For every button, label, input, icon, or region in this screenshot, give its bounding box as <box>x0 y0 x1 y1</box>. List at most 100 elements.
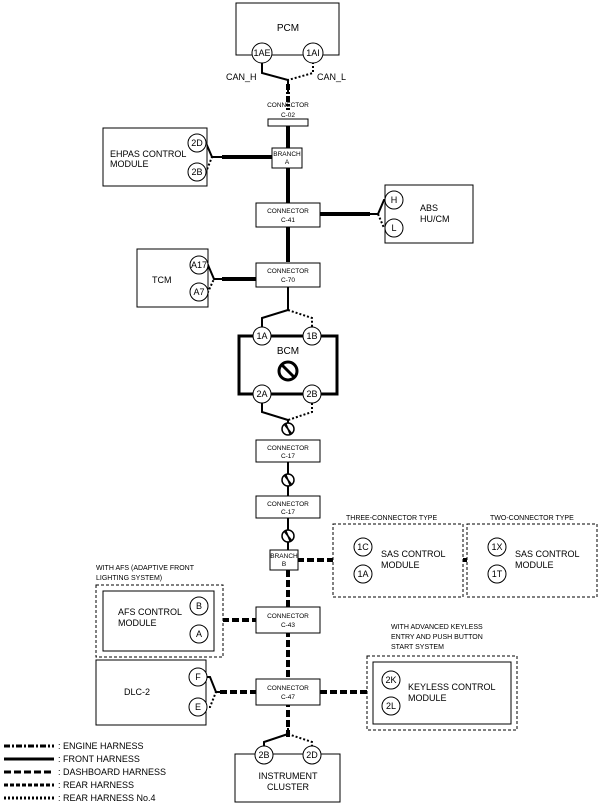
svg-text:DLC-2: DLC-2 <box>124 687 150 697</box>
afs-control-module: AFS CONTROL MODULE B A <box>95 584 224 658</box>
pin-dlc-e: E <box>195 702 201 712</box>
two-connector-heading: TWO-CONNECTOR TYPE <box>490 515 574 522</box>
svg-text:SAS CONTROL: SAS CONTROL <box>381 549 446 559</box>
pin-ehpas-2d: 2D <box>191 138 203 148</box>
svg-text:C-47: C-47 <box>281 694 295 701</box>
svg-text:CLUSTER: CLUSTER <box>267 782 310 792</box>
svg-text:BRANCH: BRANCH <box>273 151 301 158</box>
pin-sas3-1c: 1C <box>357 542 369 552</box>
keyless-heading-line3: START SYSTEM <box>391 644 444 651</box>
pin-pcm-1ai: 1AI <box>306 48 320 58</box>
svg-text:KEYLESS CONTROL: KEYLESS CONTROL <box>408 682 496 692</box>
connector-c70: CONNECTOR C-70 <box>255 262 321 288</box>
wire-pcm-can-h <box>261 62 289 92</box>
ehpas-control-module: EHPAS CONTROL MODULE 2D 2B <box>102 127 208 187</box>
keyless-heading-line2: ENTRY AND PUSH BUTTON <box>391 634 483 641</box>
connector-c47: CONNECTOR C-47 <box>255 678 321 706</box>
pin-cluster-2b: 2B <box>258 750 269 760</box>
twisted-pair-icon <box>281 529 295 543</box>
svg-text:B: B <box>282 561 286 568</box>
legend-rear-harness-no4: : REAR HARNESS No.4 <box>58 793 156 803</box>
svg-text:CONNECTOR: CONNECTOR <box>267 685 309 692</box>
pin-abs-l: L <box>391 223 396 233</box>
pin-dlc-f: F <box>195 672 201 682</box>
abs-hu-cm: ABS HU/CM H L <box>384 184 474 244</box>
pin-keyless-2l: 2L <box>386 701 396 711</box>
pin-cluster-2d: 2D <box>306 750 318 760</box>
twisted-pair-icon <box>281 422 295 436</box>
svg-text:C-41: C-41 <box>281 217 295 224</box>
pin-tcm-a17: A17 <box>191 260 207 270</box>
svg-text:CONNECTOR: CONNECTOR <box>267 445 309 452</box>
can-l-label: CAN_L <box>317 72 346 82</box>
svg-text:TCM: TCM <box>152 275 172 285</box>
legend-engine-harness: : ENGINE HARNESS <box>58 741 144 751</box>
svg-text:MODULE: MODULE <box>118 618 157 628</box>
dlc-2: DLC-2 F E <box>95 659 208 726</box>
wire-bcm-bottom-l <box>287 403 313 421</box>
three-connector-heading: THREE-CONNECTOR TYPE <box>346 515 437 522</box>
svg-text:CONNECTOR: CONNECTOR <box>267 268 309 275</box>
pin-sas2-1t: 1T <box>492 569 503 579</box>
afs-heading-line2: LIGHTING SYSTEM) <box>96 575 162 582</box>
pin-sas2-1x: 1X <box>491 542 502 552</box>
connector-c43: CONNECTOR C-43 <box>255 606 321 634</box>
svg-text:CONNECTOR: CONNECTOR <box>267 501 309 508</box>
svg-text:CONNECTOR: CONNECTOR <box>267 208 309 215</box>
svg-text:C-43: C-43 <box>281 622 295 629</box>
pin-bcm-1b: 1B <box>306 331 317 341</box>
pin-abs-h: H <box>391 195 398 205</box>
instrument-cluster: INSTRUMENT CLUSTER 2B 2D <box>234 745 341 803</box>
svg-text:A: A <box>285 159 290 166</box>
pcm-label: PCM <box>277 23 299 34</box>
wire-cluster <box>263 728 289 748</box>
legend-front-harness: : FRONT HARNESS <box>58 754 140 764</box>
pin-bcm-1a: 1A <box>256 331 267 341</box>
branch-a: BRANCH A <box>271 147 303 169</box>
pin-sas3-1a: 1A <box>357 569 368 579</box>
svg-text:MODULE: MODULE <box>408 693 447 703</box>
svg-text:EHPAS CONTROL: EHPAS CONTROL <box>110 149 186 159</box>
twisted-pair-icon <box>281 473 295 487</box>
pcm-module: PCM 1AE 1AI <box>235 2 340 64</box>
svg-text:INSTRUMENT: INSTRUMENT <box>259 771 318 781</box>
afs-heading-line1: WITH AFS (ADAPTIVE FRONT <box>96 565 195 572</box>
svg-text:CONNECTOR: CONNECTOR <box>267 102 309 109</box>
svg-text:CONNECTOR: CONNECTOR <box>267 613 309 620</box>
svg-text:MODULE: MODULE <box>110 159 149 169</box>
harness-wires <box>197 62 497 748</box>
connector-c02: CONNECTOR C-02 <box>267 102 309 127</box>
wire-bcm-top <box>261 287 289 327</box>
can-h-label: CAN_H <box>226 72 257 82</box>
svg-text:MODULE: MODULE <box>381 560 420 570</box>
legend-rear-harness: : REAR HARNESS <box>58 780 134 790</box>
harness-legend: : ENGINE HARNESS : FRONT HARNESS : DASHB… <box>4 741 166 803</box>
svg-text:C-70: C-70 <box>281 277 295 284</box>
svg-text:MODULE: MODULE <box>515 560 554 570</box>
pin-bcm-2a: 2A <box>256 389 267 399</box>
pin-bcm-2b: 2B <box>306 389 317 399</box>
pin-afs-b: B <box>196 601 202 611</box>
connector-c17-upper: CONNECTOR C-17 <box>255 439 321 463</box>
svg-text:C-02: C-02 <box>281 112 295 119</box>
connector-c41: CONNECTOR C-41 <box>255 202 321 228</box>
svg-text:BCM: BCM <box>277 346 299 357</box>
svg-text:C-17: C-17 <box>281 453 295 460</box>
pin-tcm-a7: A7 <box>193 287 204 297</box>
legend-dashboard-harness: : DASHBOARD HARNESS <box>58 767 166 777</box>
wire-bcm-top-l <box>287 309 313 327</box>
sas-control-module-two: SAS CONTROL MODULE 1X 1T <box>466 523 598 598</box>
keyless-control-module: KEYLESS CONTROL MODULE 2K 2L <box>366 655 518 731</box>
svg-text:HU/CM: HU/CM <box>420 214 450 224</box>
wire-pcm-can-l <box>287 62 314 81</box>
svg-text:C-17: C-17 <box>281 509 295 516</box>
connector-c17-lower: CONNECTOR C-17 <box>255 495 321 519</box>
prohibited-icon <box>277 360 299 382</box>
wire-cluster-l <box>287 733 313 748</box>
pin-afs-a: A <box>196 629 202 639</box>
svg-text:BRANCH: BRANCH <box>270 553 298 560</box>
svg-text:ABS: ABS <box>420 203 438 213</box>
bcm-module: BCM 1A 1B 2A 2B <box>237 326 339 404</box>
sas-control-module-three: SAS CONTROL MODULE 1C 1A <box>332 523 464 598</box>
